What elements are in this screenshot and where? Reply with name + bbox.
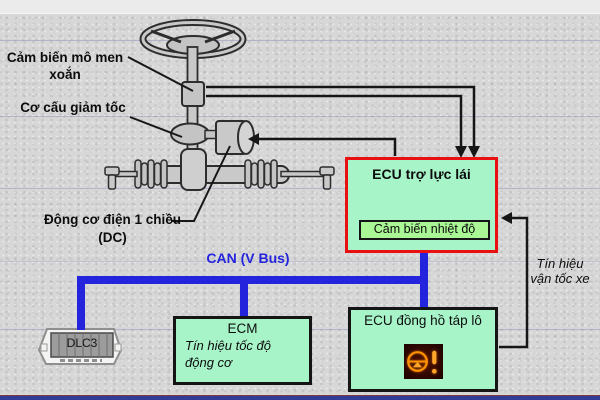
steering-rack bbox=[104, 148, 335, 191]
torque-sensor-callout-line1: Cảm biến mô men bbox=[6, 50, 124, 65]
wire-arrow bbox=[248, 133, 259, 145]
tie-rods bbox=[104, 166, 335, 190]
callout-lines bbox=[127, 56, 231, 222]
torque-sensor-callout-line2: xoắn bbox=[49, 67, 81, 82]
can-bus-label: CAN (V Bus) bbox=[206, 250, 290, 266]
wire-arrow bbox=[501, 212, 512, 224]
dc-motor bbox=[215, 120, 255, 155]
wire-arrow bbox=[455, 146, 467, 158]
ruled-line bbox=[0, 40, 600, 41]
cluster-ecu-title: ECU đồng hồ táp lô bbox=[364, 313, 482, 328]
torque-sensor-callout: Cảm biến mô men xoắn bbox=[0, 49, 130, 83]
eps-warning-lamp-icon bbox=[404, 344, 443, 379]
reduction-gear-callout: Cơ cấu giảm tốc bbox=[20, 100, 126, 115]
vehicle-speed-signal-line2: vận tốc xe bbox=[530, 271, 590, 286]
top-band bbox=[0, 0, 600, 14]
motor-power-wire bbox=[259, 137, 397, 156]
vehicle-speed-wire bbox=[499, 216, 529, 349]
torque-sensor-wires bbox=[206, 85, 476, 147]
dc-motor-callout: Động cơ điện 1 chiều (DC) bbox=[30, 211, 195, 246]
cluster-ecu-box: ECU đồng hồ táp lô bbox=[348, 307, 498, 392]
can-bus-lines bbox=[77, 253, 428, 330]
ecm-title: ECM bbox=[227, 321, 258, 336]
dlc3-label: DLC3 bbox=[66, 336, 98, 350]
ruled-line bbox=[0, 116, 600, 117]
wire-arrow bbox=[468, 146, 480, 158]
dlc3-connector bbox=[37, 328, 123, 365]
eps-ecu-title: ECU trợ lực lái bbox=[372, 166, 471, 182]
ruled-line bbox=[0, 188, 600, 189]
bottom-border-strip bbox=[0, 395, 600, 400]
temperature-sensor-box: Cảm biến nhiệt độ bbox=[359, 220, 490, 240]
torque-sensor bbox=[181, 81, 205, 107]
engine-speed-signal-label: Tín hiệu tốc độ động cơ bbox=[185, 338, 271, 370]
vehicle-speed-signal-label: Tín hiệu vận tốc xe bbox=[517, 256, 600, 286]
ruled-line bbox=[0, 261, 600, 262]
vehicle-speed-signal-line1: Tín hiệu bbox=[536, 256, 584, 271]
dc-motor-callout-line1: Động cơ điện 1 chiều bbox=[43, 212, 182, 227]
dc-motor-callout-line2: (DC) bbox=[98, 229, 127, 245]
ecm-box: ECM Tín hiệu tốc độ động cơ bbox=[173, 316, 312, 385]
